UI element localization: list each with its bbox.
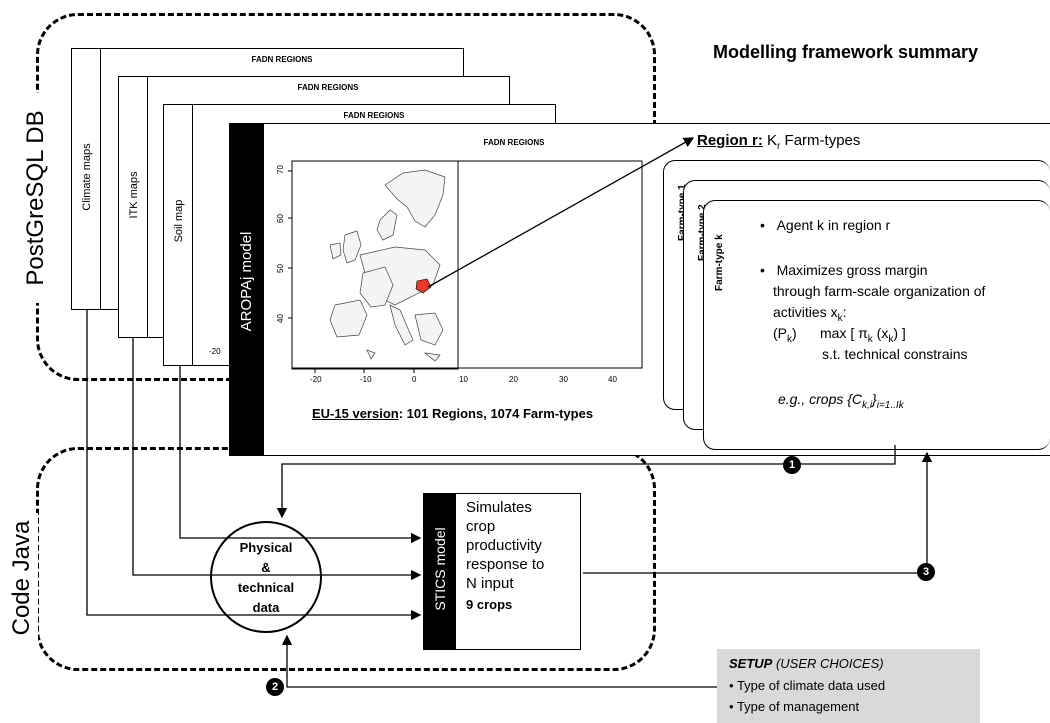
step-2-marker: 2	[266, 678, 284, 696]
agent-text-2: Maximizes gross margin	[776, 262, 928, 278]
stics-line-4: response to	[466, 556, 545, 573]
europe-map	[288, 160, 459, 373]
agent-pk-close: )	[792, 325, 797, 341]
setup-box: SETUP (USER CHOICES) • Type of climate d…	[717, 649, 980, 723]
stics-line-3: productivity	[466, 537, 542, 554]
physical-data-node: Physical & technical data	[210, 521, 322, 633]
region-label-prefix: Region r:	[697, 132, 763, 149]
agent-pk-sub: k	[787, 333, 792, 345]
physical-line-2: &	[261, 560, 271, 575]
agent-text-2-line2: through farm-scale organization of	[773, 283, 986, 299]
farm-type-k-card: Farm-type k	[703, 200, 1050, 450]
region-label: Region r: Kr Farm-types	[697, 132, 860, 152]
agent-bullet-1: • Agent k in region r	[760, 217, 891, 233]
map-x-tick-20: 20	[509, 375, 518, 384]
stics-dark-strip: STICS model	[423, 493, 456, 650]
map-x-tick-40: 40	[608, 375, 617, 384]
climate-map-header: FADN REGIONS	[251, 55, 313, 64]
soil-map-strip: Soil map	[163, 104, 193, 366]
stics-crops: 9 crops	[466, 597, 513, 612]
agent-max-part2: (x	[872, 325, 889, 341]
setup-item-2: • Type of management	[729, 699, 860, 714]
agent-eg-close: }	[872, 391, 877, 407]
map-x-tick-m10: -10	[360, 375, 372, 384]
agent-eg: e.g., crops {Ck,i}i=1..Ik	[778, 391, 904, 414]
setup-item-1: • Type of climate data used	[729, 678, 886, 693]
region-label-k: K	[767, 132, 778, 149]
agent-max-expr: max [ πk (xk) ]	[820, 325, 906, 348]
itk-map-header: FADN REGIONS	[297, 83, 359, 92]
agent-text-1: Agent k in region r	[776, 217, 891, 233]
agent-pk: (Pk)	[773, 325, 797, 348]
setup-item-2-text: Type of management	[736, 699, 860, 714]
agent-max-sub1: k	[867, 333, 873, 345]
version-details: : 101 Regions, 1074 Farm-types	[398, 406, 594, 421]
map-x-tick-10: 10	[459, 375, 468, 384]
climate-maps-strip: Climate maps	[71, 48, 101, 310]
setup-title: SETUP (USER CHOICES)	[729, 656, 884, 671]
step-3-marker: 3	[917, 563, 935, 581]
soil-map-tick: -20	[209, 347, 221, 356]
agent-max-part3: ) ]	[893, 325, 906, 341]
physical-line-4: data	[252, 600, 280, 615]
stics-line-1: Simulates	[466, 499, 532, 516]
step-1-marker: 1	[783, 456, 801, 474]
stics-line-2: crop	[466, 518, 496, 535]
itk-maps-strip: ITK maps	[118, 76, 148, 338]
physical-line-3: technical	[237, 580, 295, 595]
stics-line-5: N input	[466, 575, 514, 592]
agent-eg-range: i=1..Ik	[876, 399, 904, 411]
aropaj-dark-strip: AROPAj model	[229, 123, 264, 456]
agent-activities-colon: :	[842, 304, 847, 320]
europe-landmass	[329, 169, 446, 362]
setup-title-rest: (USER CHOICES)	[772, 656, 884, 671]
stics-description: Simulates crop productivity response to …	[466, 498, 544, 614]
agent-pk-open: (P	[773, 325, 787, 341]
setup-item-1-text: Type of climate data used	[736, 678, 886, 693]
agent-bullet-2: • Maximizes gross margin	[760, 262, 928, 278]
aropaj-map-header: FADN REGIONS	[483, 138, 545, 147]
agent-activities-sub: k	[837, 312, 843, 324]
version-name: EU-15 version	[312, 406, 399, 421]
setup-title-bold: SETUP	[729, 656, 773, 671]
highlighted-region	[415, 278, 432, 294]
soil-map-header: FADN REGIONS	[343, 111, 405, 120]
agent-eg-text: e.g., crops {C	[778, 391, 863, 407]
map-x-tick-m20: -20	[310, 375, 322, 384]
agent-eg-sub: k,i	[862, 399, 873, 411]
region-label-rest: Farm-types	[784, 132, 861, 149]
aropaj-version: EU-15 version: 101 Regions, 1074 Farm-ty…	[312, 406, 593, 421]
agent-text-2-line3: activities xk:	[773, 304, 846, 327]
agent-max-part1: max [ π	[820, 325, 868, 341]
map-frame-right	[291, 160, 643, 369]
diagram-title: Modelling framework summary	[713, 42, 979, 62]
agent-st: s.t. technical constrains	[822, 346, 968, 362]
physical-line-1: Physical	[239, 540, 293, 555]
region-label-sub: r	[777, 141, 781, 152]
agent-activities: activities x	[773, 304, 838, 320]
map-x-tick-0: 0	[412, 375, 417, 384]
map-x-tick-30: 30	[559, 375, 568, 384]
agent-max-sub2: k	[888, 333, 894, 345]
